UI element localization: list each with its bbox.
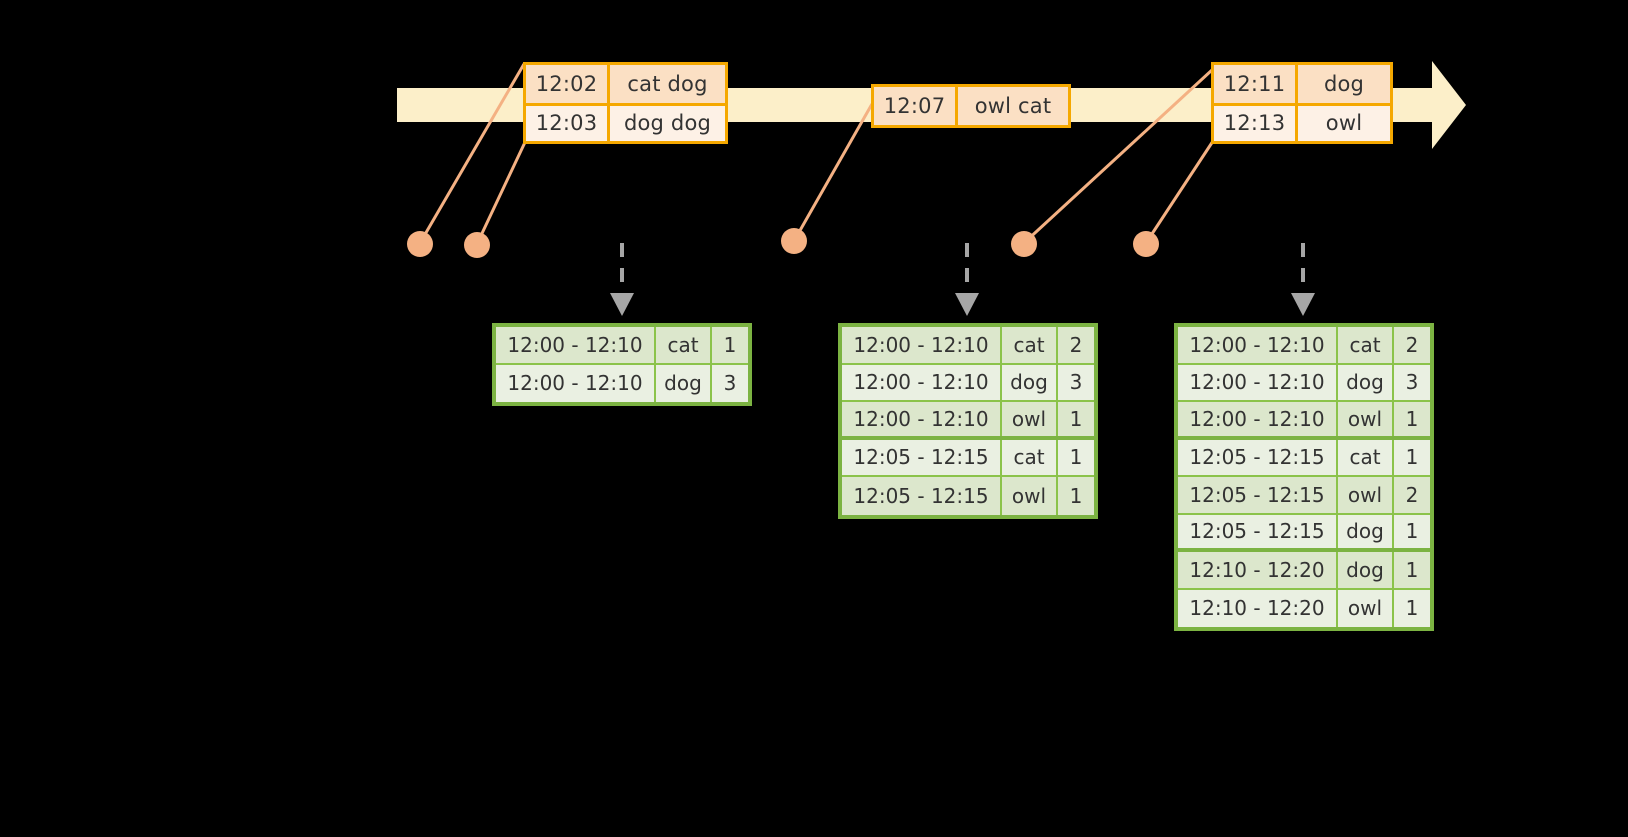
event-time: 12:13 <box>1214 106 1298 141</box>
event-row[interactable]: 12:07 owl cat <box>874 87 1068 125</box>
word-cell: dog <box>1338 552 1394 588</box>
count-cell: 1 <box>1069 483 1083 508</box>
connector-lines <box>418 63 1217 245</box>
window-cell: 12:10 - 12:20 <box>1178 552 1338 588</box>
window-cell: 12:00 - 12:10 <box>496 364 656 402</box>
count-cell: 1 <box>1069 406 1083 431</box>
event-box-1[interactable]: 12:02 cat dog 12:03 dog dog <box>523 62 728 144</box>
count-cell: 3 <box>1405 370 1419 395</box>
word-cell: dog <box>1338 364 1394 400</box>
word-cell: cat <box>1002 439 1058 475</box>
flow-arrow-head-1 <box>610 293 634 316</box>
window-cell: 12:00 - 12:10 <box>842 364 1002 400</box>
event-box-3[interactable]: 12:11 dog 12:13 owl <box>1211 62 1393 144</box>
connector-dot-2 <box>464 232 490 258</box>
count-cell: 2 <box>1405 332 1419 357</box>
count-cell: 2 <box>1405 482 1419 507</box>
window-cell: 12:00 - 12:10 <box>1178 402 1338 436</box>
count-cell: 1 <box>1069 445 1083 470</box>
window-cell: 12:05 - 12:15 <box>1178 439 1338 475</box>
event-box-2[interactable]: 12:07 owl cat <box>871 84 1071 128</box>
count-cell: 1 <box>1405 519 1419 544</box>
word-cell: cat <box>656 327 712 363</box>
event-time: 12:03 <box>526 106 610 141</box>
event-value: dog dog <box>623 111 712 135</box>
event-time: 12:07 <box>874 87 958 125</box>
count-cell: 1 <box>1405 596 1419 621</box>
window-cell: 12:05 - 12:15 <box>842 477 1002 515</box>
window-cell: 12:00 - 12:10 <box>1178 364 1338 400</box>
event-row[interactable]: 12:13 owl <box>1214 103 1390 141</box>
word-cell: owl <box>1338 477 1394 513</box>
word-cell: dog <box>1338 514 1394 548</box>
window-cell: 12:00 - 12:10 <box>842 327 1002 363</box>
count-cell: 3 <box>1069 370 1083 395</box>
count-cell: 2 <box>1069 332 1083 357</box>
event-value: dog <box>1323 71 1365 96</box>
word-cell: dog <box>1002 364 1058 400</box>
window-cell: 12:05 - 12:15 <box>842 439 1002 475</box>
window-cell: 12:10 - 12:20 <box>1178 589 1338 627</box>
word-cell: cat <box>1338 439 1394 475</box>
event-time: 12:02 <box>526 65 610 103</box>
word-cell: owl <box>1338 402 1394 436</box>
word-cell: dog <box>656 364 712 402</box>
flow-arrow-head-2 <box>955 293 979 316</box>
event-row[interactable]: 12:03 dog dog <box>526 103 725 141</box>
event-value: owl <box>1325 111 1363 135</box>
connector-dot-5 <box>1133 231 1159 257</box>
event-row[interactable]: 12:02 cat dog <box>526 65 725 103</box>
word-cell: owl <box>1338 589 1394 627</box>
count-cell: 3 <box>723 371 737 396</box>
window-cell: 12:00 - 12:10 <box>496 327 656 363</box>
count-cell: 1 <box>1405 406 1419 431</box>
event-value: owl cat <box>974 93 1052 118</box>
connector-dot-1 <box>407 231 433 257</box>
count-cell: 1 <box>723 332 737 357</box>
window-cell: 12:00 - 12:10 <box>1178 327 1338 363</box>
connector-dot-3 <box>781 228 807 254</box>
connector-dots <box>407 228 1159 258</box>
word-cell: owl <box>1002 402 1058 436</box>
word-cell: owl <box>1002 477 1058 515</box>
event-value: cat dog <box>627 71 708 96</box>
count-cell: 1 <box>1405 557 1419 582</box>
word-cell: cat <box>1338 327 1394 363</box>
count-cell: 1 <box>1405 445 1419 470</box>
window-cell: 12:05 - 12:15 <box>1178 477 1338 513</box>
flow-arrow-head-3 <box>1291 293 1315 316</box>
window-cell: 12:00 - 12:10 <box>842 402 1002 436</box>
event-row[interactable]: 12:11 dog <box>1214 65 1390 103</box>
event-time: 12:11 <box>1214 65 1298 103</box>
word-cell: cat <box>1002 327 1058 363</box>
connector-dot-4 <box>1011 231 1037 257</box>
window-cell: 12:05 - 12:15 <box>1178 514 1338 548</box>
